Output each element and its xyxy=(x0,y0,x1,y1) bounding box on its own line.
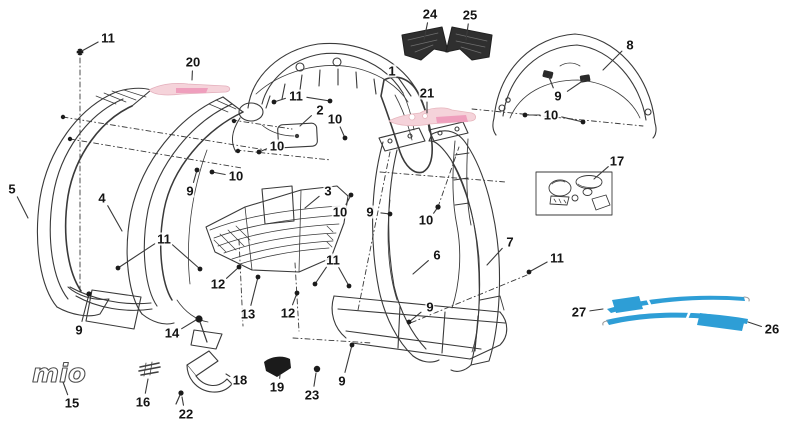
leader-line xyxy=(81,293,90,322)
fastener-dot xyxy=(115,265,121,271)
leader-line xyxy=(412,260,429,275)
fastener-dot xyxy=(406,319,412,325)
leader-line xyxy=(107,205,123,232)
fastener-dot xyxy=(348,192,354,198)
part-23-bolt xyxy=(313,365,321,373)
fastener-dot xyxy=(236,264,242,270)
leader-line xyxy=(250,276,259,306)
part-22-screw xyxy=(175,390,184,405)
part-17-kit-box xyxy=(535,171,613,216)
fastener-dot xyxy=(522,112,528,118)
leader-line xyxy=(566,79,585,92)
part-19-rubber xyxy=(264,356,291,377)
leader-line xyxy=(314,266,327,285)
fastener-dot xyxy=(312,281,318,287)
emblem-16-small-logo xyxy=(138,361,161,377)
mat-25 xyxy=(445,26,493,61)
fastener-dot xyxy=(77,49,83,55)
mio-emblem-text: mio xyxy=(32,359,86,389)
leader-layer xyxy=(16,22,762,406)
part-8-front-cover xyxy=(492,33,657,139)
decal-20 xyxy=(148,82,231,96)
leader-line xyxy=(602,50,623,71)
leader-line xyxy=(589,308,604,312)
leader-line xyxy=(486,247,503,266)
fastener-dot xyxy=(294,290,300,296)
fastener-dot xyxy=(327,98,333,104)
leader-line xyxy=(398,77,412,97)
lower-center-cover xyxy=(331,295,508,360)
part-4-left-inner-cover xyxy=(126,96,244,350)
fastener-dot xyxy=(349,342,355,348)
leader-line xyxy=(528,261,548,273)
fastener-dot xyxy=(387,211,393,217)
part-6-right-inner-cover xyxy=(372,127,440,363)
fastener-dot xyxy=(209,169,215,175)
leader-line xyxy=(313,372,317,387)
leader-line xyxy=(16,196,29,219)
part-14-peg xyxy=(195,315,208,343)
stripe-27 xyxy=(607,294,750,313)
leader-line xyxy=(593,165,609,180)
leader-line xyxy=(408,311,422,323)
fastener-dot xyxy=(255,274,261,280)
fastener-dot xyxy=(86,291,92,297)
stripe-26 xyxy=(602,309,748,331)
leader-line xyxy=(225,373,231,378)
leader-line xyxy=(304,195,320,209)
leader-line xyxy=(225,266,240,279)
fastener-dot xyxy=(342,135,348,141)
part-2-plate xyxy=(277,122,318,149)
leader-line xyxy=(181,319,197,330)
leader-line xyxy=(79,41,99,53)
leader-line xyxy=(747,321,762,328)
leader-line xyxy=(338,267,350,287)
leader-line xyxy=(117,243,156,269)
part-18-bracket xyxy=(186,350,233,393)
fastener-dot xyxy=(580,119,586,125)
part-3-floor-panel xyxy=(205,185,349,273)
leader-line xyxy=(561,116,584,123)
fastener-dot xyxy=(346,283,352,289)
leader-line xyxy=(306,96,331,102)
emblem-15: mio xyxy=(31,358,86,389)
leader-line xyxy=(171,244,201,270)
fastener-dot xyxy=(197,266,203,272)
right-mount-strips xyxy=(451,138,472,309)
leader-line xyxy=(181,396,185,406)
leader-line xyxy=(299,115,312,127)
leader-line xyxy=(423,22,429,41)
leader-line xyxy=(548,76,554,89)
decal-21 xyxy=(388,107,477,127)
top-cover-assembly xyxy=(231,42,433,174)
mat-24 xyxy=(401,26,449,61)
fastener-dot xyxy=(256,149,262,155)
leader-line xyxy=(62,381,69,396)
fastener-dot xyxy=(271,99,277,105)
part-7-right-outer-cover xyxy=(428,121,501,372)
leader-line xyxy=(465,23,469,41)
fastener-dot xyxy=(526,269,532,275)
leader-line xyxy=(344,344,353,373)
leader-line xyxy=(144,378,149,394)
fastener-dot xyxy=(435,204,441,210)
part-5-left-outer-cover xyxy=(36,87,153,330)
fastener-dot xyxy=(194,167,200,173)
